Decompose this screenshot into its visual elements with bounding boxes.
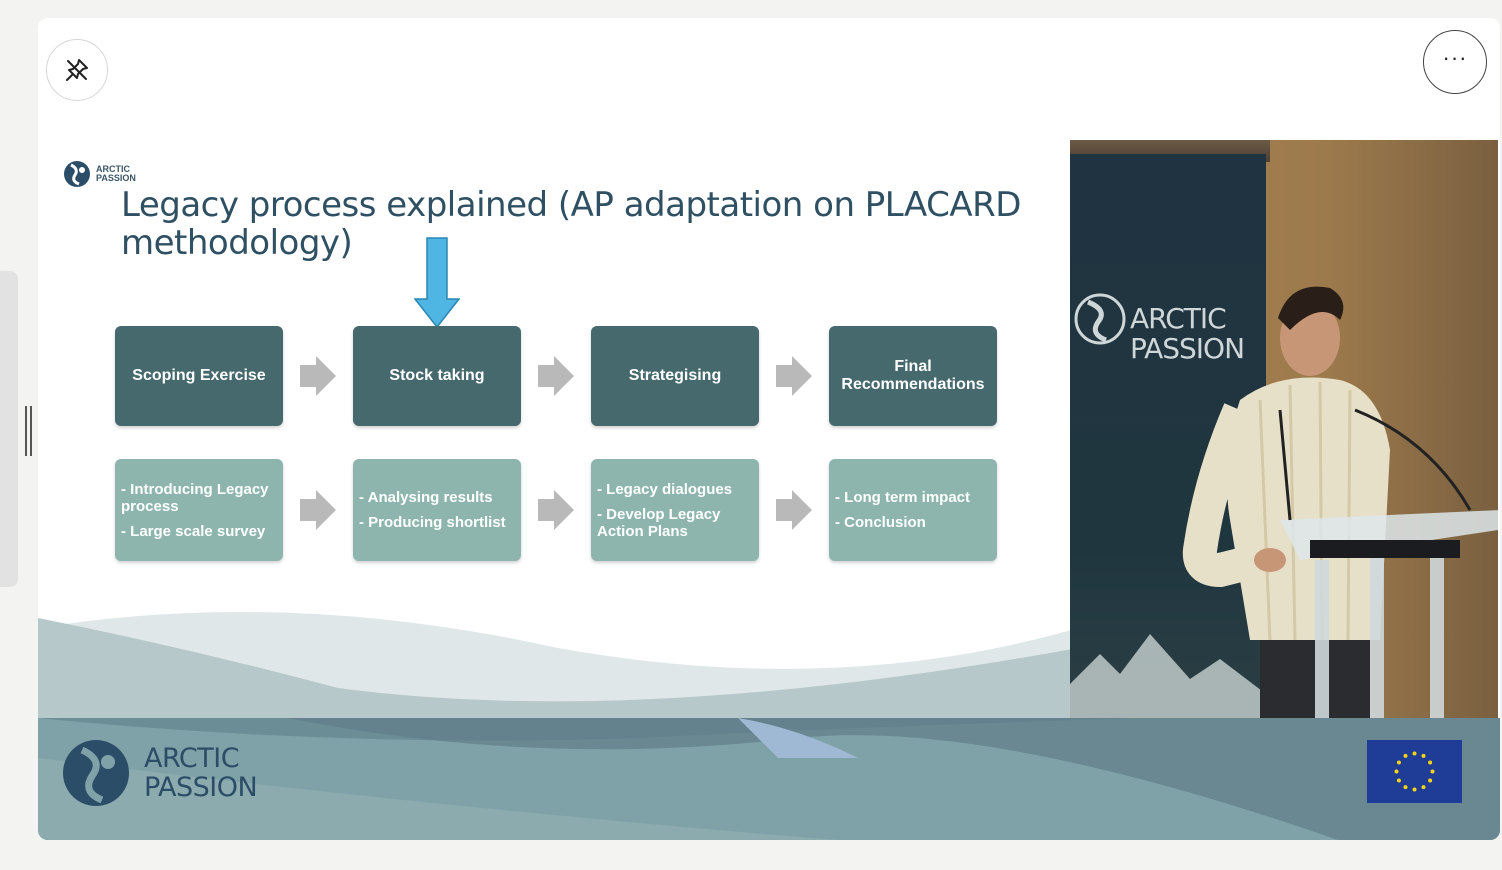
step-arrow-icon — [300, 356, 336, 396]
step-box-final-recommendations: Final Recommendations — [829, 326, 997, 426]
detail-line: - Analysing results — [359, 489, 493, 506]
unpin-button[interactable] — [46, 39, 108, 101]
step-arrow-icon — [776, 490, 812, 530]
footer-logo: ARCTIC PASSION — [60, 738, 258, 808]
side-panel-tab[interactable] — [0, 271, 18, 587]
arctic-passion-banner: ARCTIC PASSION — [1070, 154, 1266, 718]
video-player: ··· ARCTIC PASSION Legacy process explai… — [38, 18, 1500, 840]
step-arrow-icon — [538, 356, 574, 396]
slide-wave-background — [38, 612, 1500, 840]
footer-brand-line-2: PASSION — [144, 772, 258, 803]
detail-line: - Conclusion — [835, 514, 926, 531]
speaker-video-feed: ARCTIC PASSION — [1070, 140, 1498, 718]
resize-handle[interactable] — [25, 406, 32, 456]
banner-brand-line-2: PASSION — [1130, 332, 1245, 365]
arctic-passion-logo-icon — [63, 740, 129, 806]
step-arrow-icon — [538, 490, 574, 530]
detail-box-stock-taking: - Analysing results - Producing shortlis… — [353, 459, 521, 561]
detail-line: - Legacy dialogues — [597, 480, 733, 498]
detail-line: - Large scale survey — [121, 522, 266, 540]
detail-box-scoping: - Introducing Legacy process - Large sca… — [115, 459, 283, 561]
step-box-scoping: Scoping Exercise — [115, 326, 283, 426]
more-options-button[interactable]: ··· — [1423, 30, 1487, 94]
arctic-passion-logo-icon — [64, 161, 90, 187]
footer-brand-line-1: ARCTIC — [144, 743, 240, 774]
slide-title: Legacy process explained (AP adaptation … — [121, 185, 1022, 263]
detail-box-strategising: - Legacy dialogues - Develop Legacy Acti… — [591, 459, 759, 561]
more-icon: ··· — [1442, 45, 1468, 70]
detail-line: - Develop Legacy Action Plans — [597, 505, 721, 540]
slide-logo-small: ARCTIC PASSION — [62, 159, 146, 189]
detail-box-final: - Long term impact - Conclusion — [829, 459, 997, 561]
step-box-strategising: Strategising — [591, 326, 759, 426]
eu-flag-icon — [1367, 740, 1462, 803]
step-arrow-icon — [776, 356, 812, 396]
step-box-stock-taking: Stock taking — [353, 326, 521, 426]
detail-line: - Introducing Legacy process — [121, 480, 269, 515]
logo-small-line-1: ARCTIC — [96, 164, 130, 174]
banner-brand-line-1: ARCTIC — [1130, 302, 1227, 335]
banner-mountains — [1070, 634, 1266, 718]
detail-line: - Producing shortlist — [359, 514, 506, 531]
detail-line: - Long term impact — [835, 489, 971, 506]
down-arrow-icon — [414, 237, 460, 329]
logo-small-line-2: PASSION — [96, 173, 136, 183]
speaker-figure — [1182, 286, 1498, 718]
arctic-passion-logo-icon — [1074, 293, 1126, 345]
step-arrow-icon — [300, 490, 336, 530]
unpin-icon — [66, 59, 88, 81]
